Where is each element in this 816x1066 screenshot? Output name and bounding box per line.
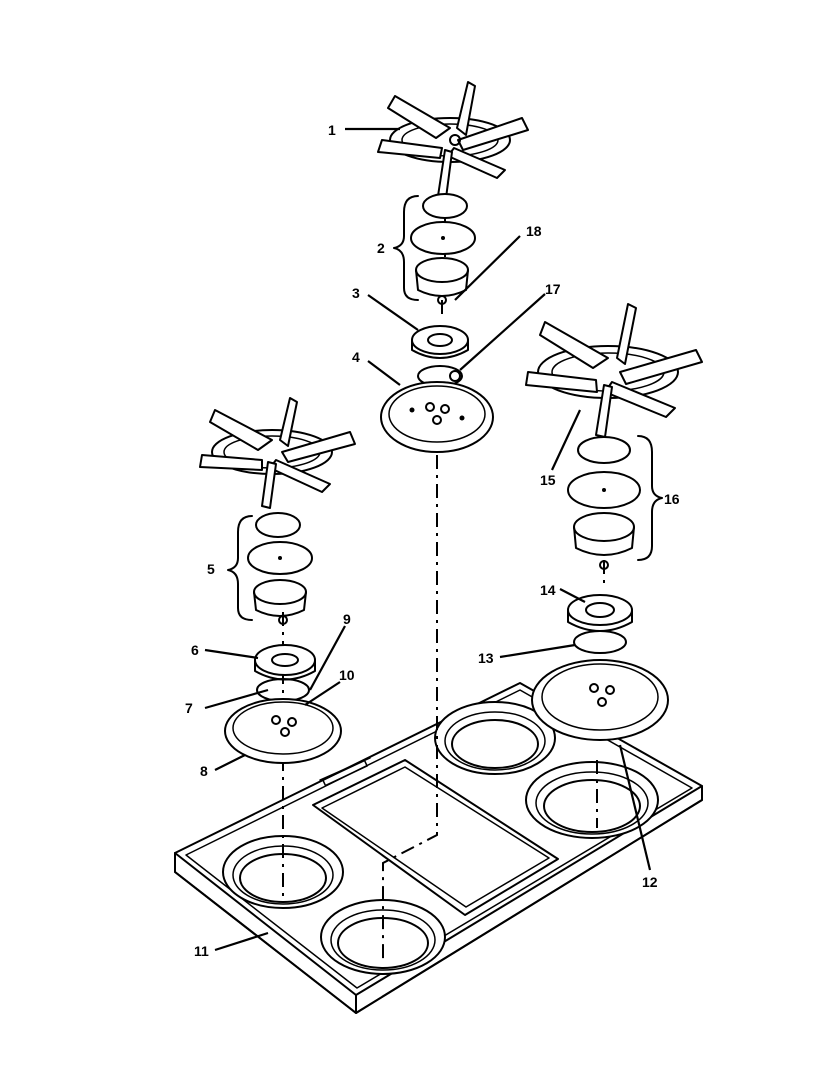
callout-18: 18 [526, 223, 542, 239]
burner-base-top [411, 325, 469, 387]
burner-base-left [254, 644, 316, 702]
callout-5: 5 [207, 561, 215, 577]
burner-cap-stack-right [567, 436, 641, 570]
callout-1: 1 [328, 122, 336, 138]
bracket-5 [227, 515, 253, 621]
burner-cap-stack-top [410, 193, 476, 305]
callout-12: 12 [642, 874, 658, 890]
callout-labels: 1 2 3 4 5 6 7 8 9 10 11 12 13 14 15 16 1… [185, 122, 680, 959]
burner-well-rear-left [434, 701, 556, 775]
callout-9: 9 [343, 611, 351, 627]
bracket-2 [393, 195, 419, 301]
grate-top-center [377, 81, 529, 199]
callout-6: 6 [191, 642, 199, 658]
drip-pan-top [380, 381, 494, 453]
callout-14: 14 [540, 582, 556, 598]
callout-15: 15 [540, 472, 556, 488]
callout-11: 11 [194, 943, 209, 959]
callout-16: 16 [664, 491, 680, 507]
callout-10: 10 [339, 667, 355, 683]
grate-left [199, 397, 356, 509]
burner-well-rear-right [525, 761, 659, 839]
bracket-16 [637, 435, 663, 561]
callout-8: 8 [200, 763, 208, 779]
grate-right [525, 303, 703, 438]
drip-pan-left [224, 698, 342, 764]
callout-7: 7 [185, 700, 193, 716]
drip-pan-right [531, 659, 669, 741]
burner-cap-stack-left [247, 512, 313, 625]
callout-3: 3 [352, 285, 360, 301]
burner-base-right [567, 594, 633, 654]
leader-lines [204, 127, 652, 952]
callout-2: 2 [377, 240, 385, 256]
callout-13: 13 [478, 650, 494, 666]
callout-4: 4 [352, 349, 360, 365]
callout-17: 17 [545, 281, 561, 297]
